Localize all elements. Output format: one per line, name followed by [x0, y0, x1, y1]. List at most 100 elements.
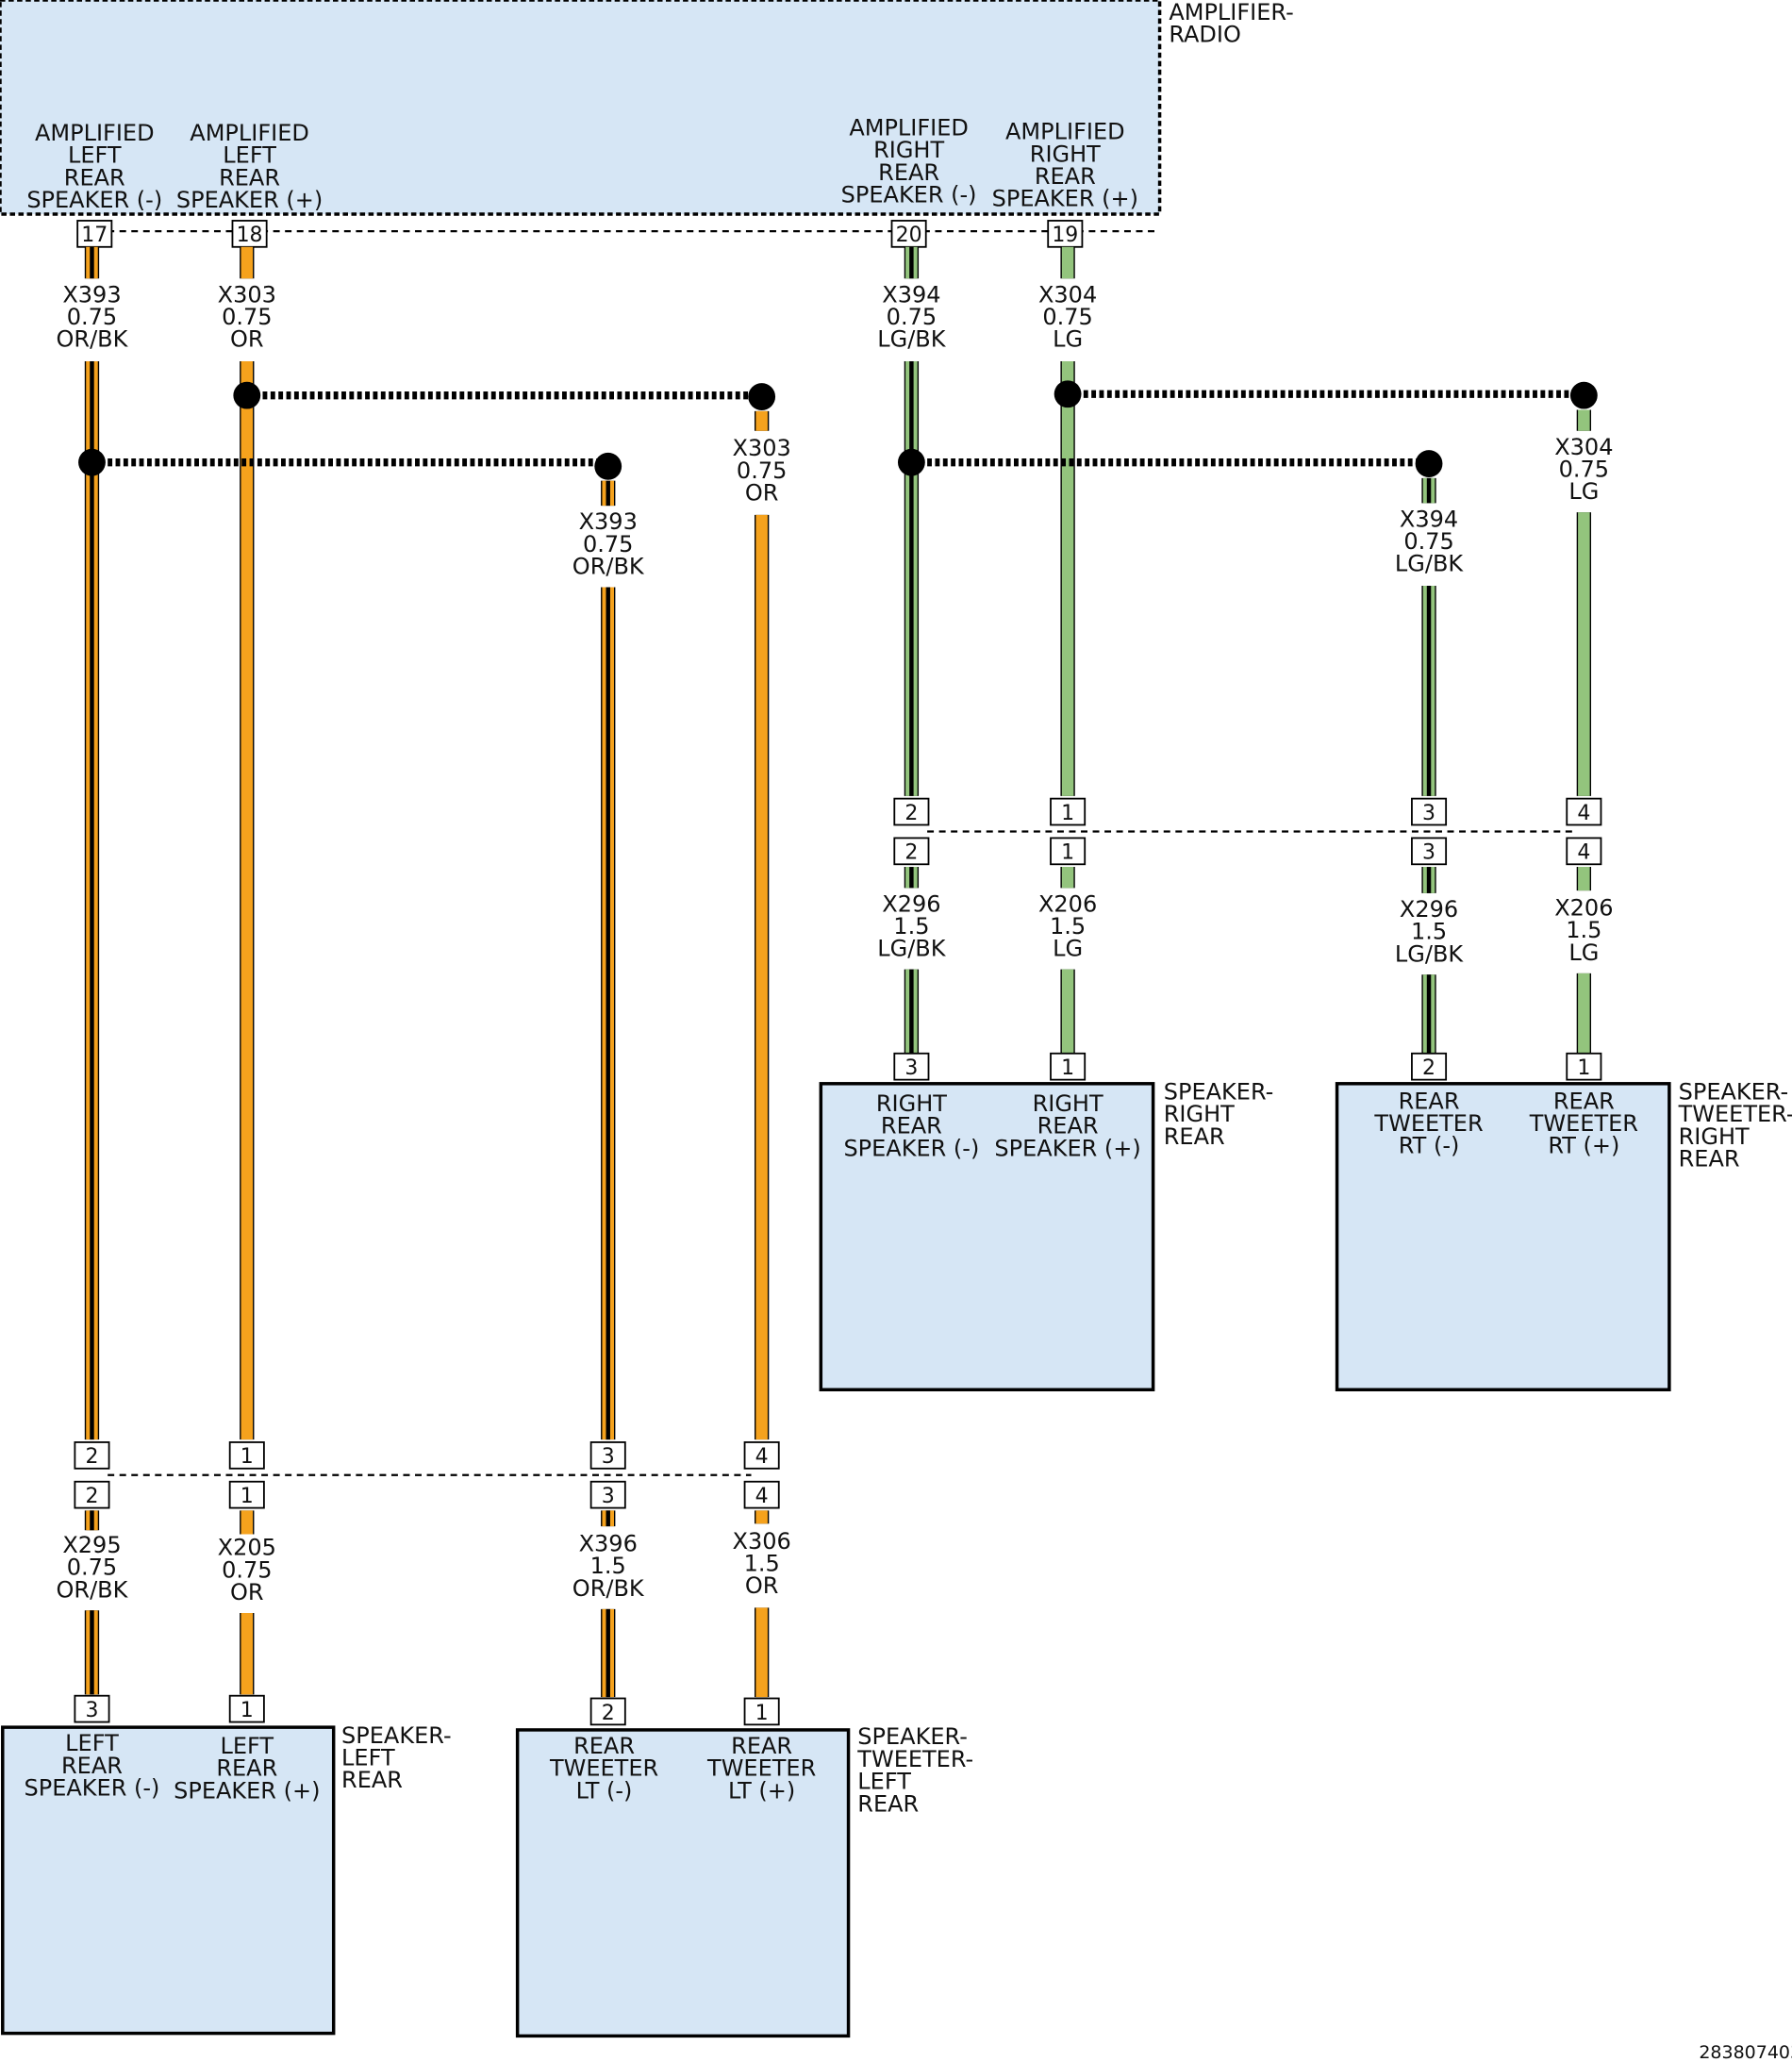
inline-right-upper-1-number: 1: [1061, 802, 1074, 825]
inline-right-lower-0-number: 2: [904, 841, 918, 865]
amplifier-pin-label-0-line-3: SPEAKER (-): [26, 187, 162, 213]
wire-x303-b-color: OR: [230, 326, 264, 353]
speaker-left-rear-label-0-line-1: REAR: [61, 1753, 123, 1779]
inline-left-lower-3-number: 4: [755, 1485, 769, 1508]
splice-dot-x304-branch: [1569, 381, 1598, 409]
inline-left-upper-2-number: 3: [602, 1445, 615, 1469]
amplifier-pin-3-box: [1047, 220, 1084, 248]
inline-left-lower-3-box: [743, 1480, 780, 1509]
tweeter-left-rear-name-line-0: SPEAKER-: [857, 1723, 968, 1750]
wire-x306-circuit: X306: [733, 1528, 791, 1555]
amplifier-pin-label-1-line-2: REAR: [219, 164, 280, 191]
wire-x205-circuit: X205: [218, 1535, 276, 1561]
tweeter-right-rear-pin-0-number: 2: [1422, 1056, 1435, 1080]
inline-left-upper-0-number: 2: [85, 1445, 98, 1469]
wire-x393-c-circuit: X393: [579, 508, 638, 535]
inline-left-upper-1-number: 1: [241, 1445, 254, 1469]
inline-left-lower-0-box: [74, 1480, 110, 1509]
wire-x396-circuit: X396: [579, 1531, 638, 1557]
splice-dot-x394: [897, 448, 925, 476]
inline-right-upper-2-box: [1411, 797, 1448, 826]
tweeter-left-rear-pin-1-box: [743, 1697, 780, 1726]
speaker-left-rear-pin-0-number: 3: [85, 1699, 98, 1722]
tweeter-left-rear-name-line-1: TWEETER-: [856, 1746, 973, 1772]
wire-x304-f-gauge: 0.75: [1042, 304, 1092, 330]
wire-x394-e-gauge: 0.75: [887, 304, 937, 330]
inline-right-upper-0-box: [893, 797, 930, 826]
amplifier-radio-module: [0, 0, 1162, 216]
wire-x296-e-gauge: 1.5: [893, 913, 929, 940]
amplifier-pin-label-3-line-0: AMPLIFIED: [1005, 119, 1125, 145]
amplifier-pin-label-3-line-3: SPEAKER (+): [992, 186, 1138, 212]
wire-x393-a-circuit: X393: [62, 281, 121, 308]
wire-x304-f-color: LG: [1053, 326, 1083, 353]
wire-x393-c-gauge: 0.75: [583, 531, 633, 557]
wire-x304-h-circuit: X304: [1554, 434, 1613, 460]
speaker-right-rear-pin-0-number: 3: [904, 1056, 918, 1080]
amplifier-pin-label-2-line-2: REAR: [878, 159, 939, 186]
inline-left-lower-2-number: 3: [602, 1485, 615, 1508]
wire-x205-color: OR: [230, 1579, 264, 1605]
diagram-id-label: 2838074039: [1699, 2042, 1792, 2062]
tweeter-right-rear-label-0-line-2: RT (-): [1399, 1133, 1460, 1159]
speaker-right-rear-name-line-0: SPEAKER-: [1164, 1079, 1274, 1106]
wire-x206-h-color: LG: [1568, 940, 1599, 966]
wire-x393-c-color: OR/BK: [572, 554, 645, 580]
wire-x394-g-circuit: X394: [1400, 506, 1458, 532]
tweeter-right-rear-label-1-line-2: RT (+): [1548, 1133, 1619, 1159]
wire-x296-g-gauge: 1.5: [1411, 919, 1447, 945]
amplifier-pin-label-3-line-2: REAR: [1035, 163, 1096, 190]
wire-x206-h-gauge: 1.5: [1566, 917, 1601, 943]
speaker-left-rear-label-1-line-0: LEFT: [221, 1733, 274, 1759]
speaker-left-rear-pin-1-number: 1: [241, 1699, 254, 1722]
wire-x206-h-circuit: X206: [1554, 895, 1613, 922]
speaker-right-rear-pin-1-box: [1050, 1052, 1087, 1081]
wire-x396-gauge: 1.5: [590, 1553, 626, 1579]
wire-x295-circuit: X295: [62, 1532, 121, 1558]
wire-x296-g-color: LG/BK: [1395, 940, 1465, 967]
speaker-right-rear-label-0-line-1: REAR: [881, 1113, 942, 1139]
inline-left-upper-3-number: 4: [755, 1445, 769, 1469]
splice-dot-x304: [1054, 380, 1082, 408]
amplifier-pin-label-2-line-1: RIGHT: [873, 137, 944, 163]
amplifier-pin-0-box: [76, 220, 113, 248]
amplifier-radio-name-line-1: RADIO: [1169, 22, 1241, 48]
splice-dot-x393: [78, 448, 106, 476]
amplifier-pin-label-0-line-1: LEFT: [68, 142, 122, 169]
inline-left-lower-1-number: 1: [241, 1485, 254, 1508]
wire-x296-e-circuit: X296: [882, 890, 940, 917]
inline-right-lower-1-box: [1050, 837, 1087, 866]
speaker-left-rear-box: [1, 1725, 336, 2036]
speaker-left-rear-label-0-line-2: SPEAKER (-): [25, 1775, 160, 1802]
amplifier-pin-2-number: 20: [896, 224, 922, 247]
speaker-left-rear-label-0-line-0: LEFT: [65, 1730, 119, 1756]
tweeter-left-rear-pin-0-number: 2: [602, 1702, 615, 1725]
wire-x303-b-circuit: X303: [218, 281, 276, 308]
wire-x306-color: OR: [745, 1572, 779, 1599]
tweeter-right-rear-box: [1335, 1082, 1671, 1392]
inline-right-lower-3-number: 4: [1577, 841, 1590, 865]
tweeter-left-rear-box: [515, 1728, 851, 2038]
speaker-right-rear-pin-1-number: 1: [1061, 1056, 1074, 1080]
speaker-right-rear-label-0-line-0: RIGHT: [876, 1090, 947, 1117]
speaker-left-rear-name-line-2: REAR: [341, 1767, 403, 1793]
inline-right-upper-2-number: 3: [1422, 802, 1435, 825]
tweeter-right-rear-name-line-2: RIGHT: [1679, 1123, 1750, 1150]
amplifier-pin-1-box: [231, 220, 268, 248]
speaker-right-rear-box: [819, 1082, 1155, 1392]
amplifier-pin-label-0-line-2: REAR: [64, 164, 125, 191]
speaker-right-rear-label-1-line-0: RIGHT: [1033, 1090, 1103, 1117]
inline-right-lower-1-number: 1: [1061, 841, 1074, 865]
wire-x303-d-circuit: X303: [733, 435, 791, 461]
wire-x206-f-color: LG: [1053, 936, 1083, 962]
inline-right-lower-3-box: [1566, 837, 1602, 866]
amplifier-pin-label-1-line-3: SPEAKER (+): [176, 187, 323, 213]
tweeter-left-rear-name-line-2: LEFT: [857, 1769, 911, 1795]
speaker-left-rear-name-line-0: SPEAKER-: [341, 1722, 452, 1749]
speaker-right-rear-pin-0-box: [893, 1052, 930, 1081]
inline-right-upper-1-box: [1050, 797, 1087, 826]
speaker-right-rear-name-line-2: REAR: [1164, 1123, 1225, 1150]
tweeter-right-rear-label-1-line-0: REAR: [1553, 1088, 1615, 1114]
splice-dot-x303-branch: [748, 383, 776, 410]
